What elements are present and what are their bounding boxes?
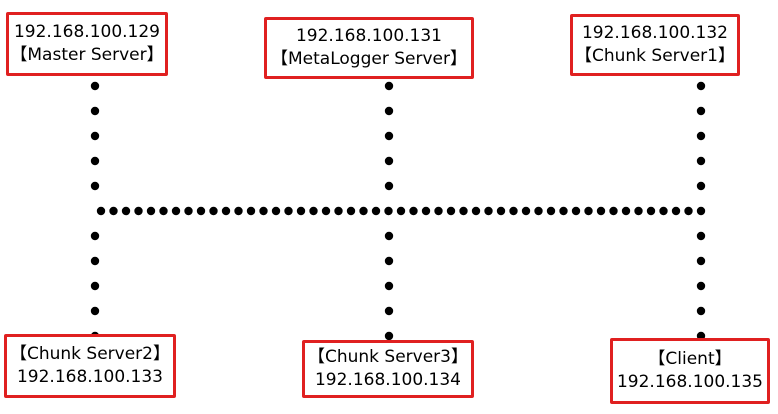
bus-connector-dot xyxy=(584,206,593,216)
chunk-server3-ip: 192.168.100.134 xyxy=(314,370,461,390)
chunk-server2-label: 【Chunk Server2】 xyxy=(9,344,170,364)
metalogger-server-ip: 192.168.100.131 xyxy=(295,26,442,46)
right-connector-dot xyxy=(696,231,706,241)
left-connector-dot xyxy=(90,156,100,166)
bus-connector-dot xyxy=(359,206,368,216)
center-connector-dot xyxy=(384,131,394,141)
bus-connector-dot xyxy=(459,206,468,216)
chunk-server2-ip: 192.168.100.133 xyxy=(16,367,163,387)
master-server-label: 【Master Server】 xyxy=(10,45,164,65)
bus-connector-dot xyxy=(371,206,381,216)
bus-connector-dot xyxy=(546,206,556,216)
bus-connector-dot xyxy=(234,206,243,216)
left-connector-dot xyxy=(90,256,100,266)
bus-connector-dot xyxy=(296,206,306,216)
client-ip: 192.168.100.135 xyxy=(616,372,763,392)
chunk-server2-node: 【Chunk Server2】 192.168.100.133 xyxy=(4,334,176,398)
bus-connector-dot xyxy=(246,206,256,216)
bus-connector-dot xyxy=(684,206,693,216)
bus-connector-dot xyxy=(259,206,268,216)
bus-connector-dot xyxy=(171,206,181,216)
right-connector-dot xyxy=(696,281,706,291)
bus-connector-dot xyxy=(434,206,443,216)
center-connector-dot xyxy=(384,181,394,191)
left-connector-dot xyxy=(90,231,100,241)
bus-connector-dot xyxy=(221,206,231,216)
bus-connector-dot xyxy=(634,206,643,216)
bus-connector-dot xyxy=(384,206,393,216)
center-connector-dot xyxy=(384,156,394,166)
bus-connector-dot xyxy=(596,206,606,216)
bus-connector-dot xyxy=(446,206,456,216)
bus-connector-dot xyxy=(159,206,168,216)
bus-connector-dot xyxy=(571,206,581,216)
chunk-server1-ip: 192.168.100.132 xyxy=(581,23,728,43)
bus-connector-dot xyxy=(621,206,631,216)
bus-connector-dot xyxy=(196,206,206,216)
bus-connector-dot xyxy=(409,206,418,216)
right-connector-dot xyxy=(696,106,706,116)
center-connector-dot xyxy=(384,306,394,316)
right-connector-dot xyxy=(696,256,706,266)
right-connector-dot xyxy=(696,306,706,316)
center-connector-dot xyxy=(384,281,394,291)
center-connector-dot xyxy=(384,231,394,241)
chunk-server3-node: 【Chunk Server3】 192.168.100.134 xyxy=(302,340,474,398)
bus-connector-dot xyxy=(134,206,143,216)
bus-connector-dot xyxy=(284,206,293,216)
bus-connector-dot xyxy=(309,206,318,216)
right-connector-dot xyxy=(696,156,706,166)
bus-connector-dot xyxy=(271,206,281,216)
bus-connector-dot xyxy=(321,206,331,216)
bus-connector-dot xyxy=(421,206,431,216)
bus-connector-dot xyxy=(646,206,656,216)
master-server-ip: 192.168.100.129 xyxy=(13,22,160,42)
chunk-server1-label: 【Chunk Server1】 xyxy=(574,46,735,66)
bus-connector-dot xyxy=(121,206,131,216)
left-connector-dot xyxy=(90,131,100,141)
bus-connector-dot xyxy=(484,206,493,216)
bus-connector-dot xyxy=(559,206,568,216)
center-connector-dot xyxy=(384,331,394,341)
bus-connector-dot xyxy=(671,206,681,216)
bus-connector-dot xyxy=(509,206,518,216)
bus-connector-dot xyxy=(471,206,481,216)
right-connector-dot xyxy=(696,81,706,91)
center-connector-dot xyxy=(384,106,394,116)
master-server-node: 192.168.100.129 【Master Server】 xyxy=(6,12,168,76)
bus-connector-dot xyxy=(496,206,506,216)
left-connector-dot xyxy=(90,306,100,316)
bus-connector-dot xyxy=(659,206,668,216)
right-connector-dot xyxy=(696,131,706,141)
bus-connector-dot xyxy=(609,206,618,216)
bus-connector-dot xyxy=(696,206,706,216)
bus-connector-dot xyxy=(184,206,193,216)
bus-connector-dot xyxy=(396,206,406,216)
bus-connector-dot xyxy=(96,206,106,216)
bus-connector-dot xyxy=(346,206,356,216)
bus-connector-dot xyxy=(209,206,218,216)
chunk-server3-label: 【Chunk Server3】 xyxy=(307,347,468,367)
right-connector-dot xyxy=(696,181,706,191)
chunk-server1-node: 192.168.100.132 【Chunk Server1】 xyxy=(570,14,740,76)
bus-connector-dot xyxy=(146,206,156,216)
bus-connector-dot xyxy=(521,206,531,216)
client-node: 【Client】 192.168.100.135 xyxy=(610,338,770,404)
left-connector-dot xyxy=(90,106,100,116)
center-connector-dot xyxy=(384,81,394,91)
bus-connector-dot xyxy=(334,206,343,216)
left-connector-dot xyxy=(90,181,100,191)
bus-connector-dot xyxy=(534,206,543,216)
left-connector-dot xyxy=(90,281,100,291)
metalogger-server-node: 192.168.100.131 【MetaLogger Server】 xyxy=(264,17,474,79)
bus-connector-dot xyxy=(109,206,118,216)
metalogger-server-label: 【MetaLogger Server】 xyxy=(271,49,467,69)
client-label: 【Client】 xyxy=(648,349,732,369)
center-connector-dot xyxy=(384,256,394,266)
left-connector-dot xyxy=(90,81,100,91)
